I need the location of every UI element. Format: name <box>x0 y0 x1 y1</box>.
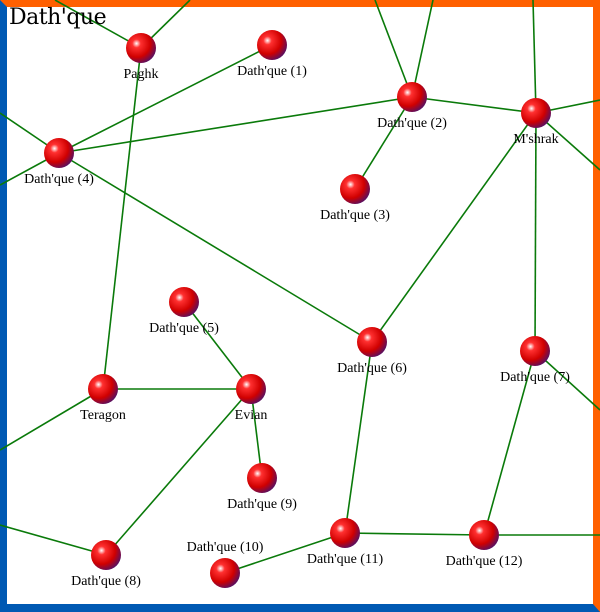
edge-d5-evian <box>183 301 252 390</box>
node-d1[interactable]: Dath'que (1) <box>237 30 307 79</box>
edge-d6-d11 <box>344 341 373 534</box>
edge-d2-offmap <box>411 0 434 98</box>
node-label: Dath'que (3) <box>320 208 390 223</box>
node-sphere-icon[interactable] <box>257 30 287 60</box>
node-label: Teragon <box>80 408 126 423</box>
node-label: Dath'que (6) <box>337 361 407 376</box>
node-d7[interactable]: Dath'que (7) <box>500 336 570 385</box>
edge-d2-offmap <box>374 0 413 98</box>
edge-d7-d12 <box>483 350 536 536</box>
edge-d11-d12 <box>344 532 485 536</box>
edge-d4-d2 <box>58 96 413 154</box>
node-label: Dath'que (7) <box>500 370 570 385</box>
edge-d4-d6 <box>58 152 373 343</box>
edge-teragon-offmap <box>0 388 104 451</box>
node-label: Dath'que (12) <box>446 554 523 569</box>
node-d10[interactable]: Dath'que (10) <box>187 540 264 588</box>
node-label: Evian <box>235 408 268 423</box>
node-sphere-icon[interactable] <box>236 374 266 404</box>
node-d2[interactable]: Dath'que (2) <box>377 82 447 131</box>
node-sphere-icon[interactable] <box>340 174 370 204</box>
node-d8[interactable]: Dath'que (8) <box>71 540 141 589</box>
edge-d8-offmap <box>0 524 107 556</box>
node-sphere-icon[interactable] <box>44 138 74 168</box>
edge-d2-d3 <box>354 96 413 190</box>
edge-d1-d4 <box>58 44 273 154</box>
node-sphere-icon[interactable] <box>169 287 199 317</box>
map-title: Dath'que <box>9 5 107 30</box>
node-sphere-icon[interactable] <box>521 98 551 128</box>
node-label: Dath'que (10) <box>187 540 264 555</box>
node-label: Dath'que (11) <box>307 552 384 567</box>
edge-paghk-teragon <box>102 47 142 390</box>
node-label: Dath'que (2) <box>377 116 447 131</box>
edge-mshrak-d6 <box>371 112 537 343</box>
node-sphere-icon[interactable] <box>88 374 118 404</box>
node-sphere-icon[interactable] <box>397 82 427 112</box>
edge-evian-d8 <box>105 388 252 556</box>
node-label: Dath'que (1) <box>237 64 307 79</box>
node-label: Dath'que (9) <box>227 497 297 512</box>
node-d5[interactable]: Dath'que (5) <box>149 287 219 336</box>
node-d9[interactable]: Dath'que (9) <box>227 463 297 512</box>
node-sphere-icon[interactable] <box>91 540 121 570</box>
node-label: Dath'que (5) <box>149 321 219 336</box>
node-sphere-icon[interactable] <box>247 463 277 493</box>
node-label: Dath'que (8) <box>71 574 141 589</box>
node-sphere-icon[interactable] <box>330 518 360 548</box>
node-d11[interactable]: Dath'que (11) <box>307 518 384 567</box>
node-label: M'shrak <box>513 132 558 147</box>
node-d6[interactable]: Dath'que (6) <box>337 327 407 376</box>
node-paghk[interactable]: Paghk <box>124 33 159 82</box>
node-sphere-icon[interactable] <box>210 558 240 588</box>
node-evian[interactable]: Evian <box>235 374 268 423</box>
node-teragon[interactable]: Teragon <box>80 374 126 423</box>
node-label: Dath'que (4) <box>24 172 94 187</box>
edge-d10-d11 <box>224 532 346 574</box>
node-sphere-icon[interactable] <box>357 327 387 357</box>
node-d4[interactable]: Dath'que (4) <box>24 138 94 187</box>
node-d3[interactable]: Dath'que (3) <box>320 174 390 223</box>
node-sphere-icon[interactable] <box>469 520 499 550</box>
node-sphere-icon[interactable] <box>520 336 550 366</box>
edge-mshrak-d7 <box>534 112 537 352</box>
node-sphere-icon[interactable] <box>126 33 156 63</box>
node-d12[interactable]: Dath'que (12) <box>446 520 523 569</box>
node-label: Paghk <box>124 67 159 82</box>
node-mshrak[interactable]: M'shrak <box>513 98 559 147</box>
edge-mshrak-offmap <box>532 0 537 114</box>
edge-paghk-offmap <box>54 0 142 49</box>
edge-d2-mshrak <box>411 96 537 114</box>
